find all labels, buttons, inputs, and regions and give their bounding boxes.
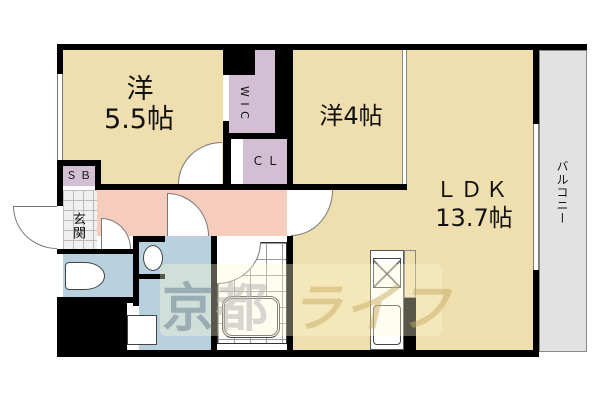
watermark-band — [160, 264, 442, 336]
outer-wall-top-right — [287, 44, 587, 50]
outer-wall-top — [57, 44, 287, 50]
room-type-western-1: 洋 — [126, 74, 154, 105]
room-size-western-1: 5.5帖 — [104, 104, 174, 135]
outer-wall-bottom — [57, 350, 537, 357]
label-western-2: 洋4帖 — [319, 102, 383, 130]
wic-opening — [223, 75, 229, 121]
wall-room2-bottom — [287, 184, 407, 190]
washbasin-icon — [143, 245, 163, 271]
shoe-box — [63, 166, 95, 186]
wall-toilet-top — [57, 249, 133, 254]
label-entrance: 玄関 — [70, 212, 85, 240]
window-balcony[interactable] — [533, 124, 539, 270]
outer-wall-bottom-left — [57, 297, 127, 357]
label-closet: ＣＬ — [251, 154, 282, 168]
room-wic-upper — [255, 50, 275, 80]
kitchen-wall — [404, 298, 416, 350]
washroom-entry — [165, 236, 211, 244]
wall-bath-left — [211, 236, 217, 350]
room-western-4 — [293, 50, 403, 184]
wall-ldk-balcony-lower — [533, 270, 539, 357]
label-balcony: バルコニー — [555, 160, 569, 225]
bathtub-icon — [222, 296, 280, 338]
front-door[interactable] — [13, 206, 57, 249]
label-ldk-size: 13.7帖 — [435, 204, 513, 232]
wall-wic-top — [229, 50, 255, 75]
stove-icon — [373, 258, 401, 288]
outer-wall-left — [57, 44, 63, 74]
label-ldk-type: ＬＤＫ — [435, 178, 511, 203]
wall-room1-bottom — [95, 184, 291, 190]
wall-ldk-balcony — [533, 44, 539, 124]
room-wic — [229, 75, 275, 133]
wall-wic-cl — [229, 133, 287, 139]
wall-toilet-right — [133, 236, 139, 306]
wall-washroom-top — [139, 236, 165, 242]
sink-icon — [373, 305, 401, 345]
toilet-icon — [65, 262, 105, 290]
watermark-kyo: 京 — [162, 279, 217, 339]
wall-washbasin — [139, 274, 165, 279]
label-shoe-box: ＳＢ — [66, 169, 94, 182]
partition-room2-ldk[interactable] — [402, 50, 407, 184]
outer-wall-left-lower — [57, 160, 63, 206]
room-closet — [243, 139, 287, 184]
washing-machine-icon — [127, 315, 157, 345]
window-left — [57, 74, 63, 160]
watermark-to: 都 — [216, 279, 271, 339]
watermark-life: ライフ — [290, 279, 453, 339]
entrance — [63, 190, 97, 249]
kitchen-cabinet — [404, 250, 416, 298]
wall-entrance-left — [57, 190, 63, 206]
balcony — [539, 50, 587, 352]
wall-sb-top — [57, 160, 101, 166]
wall-bath-right — [287, 236, 293, 350]
label-wic: W I C — [238, 86, 251, 120]
wall-toilet-bottom — [57, 297, 139, 303]
wall-room2-left — [287, 44, 293, 190]
wall-sb-right — [95, 160, 101, 190]
